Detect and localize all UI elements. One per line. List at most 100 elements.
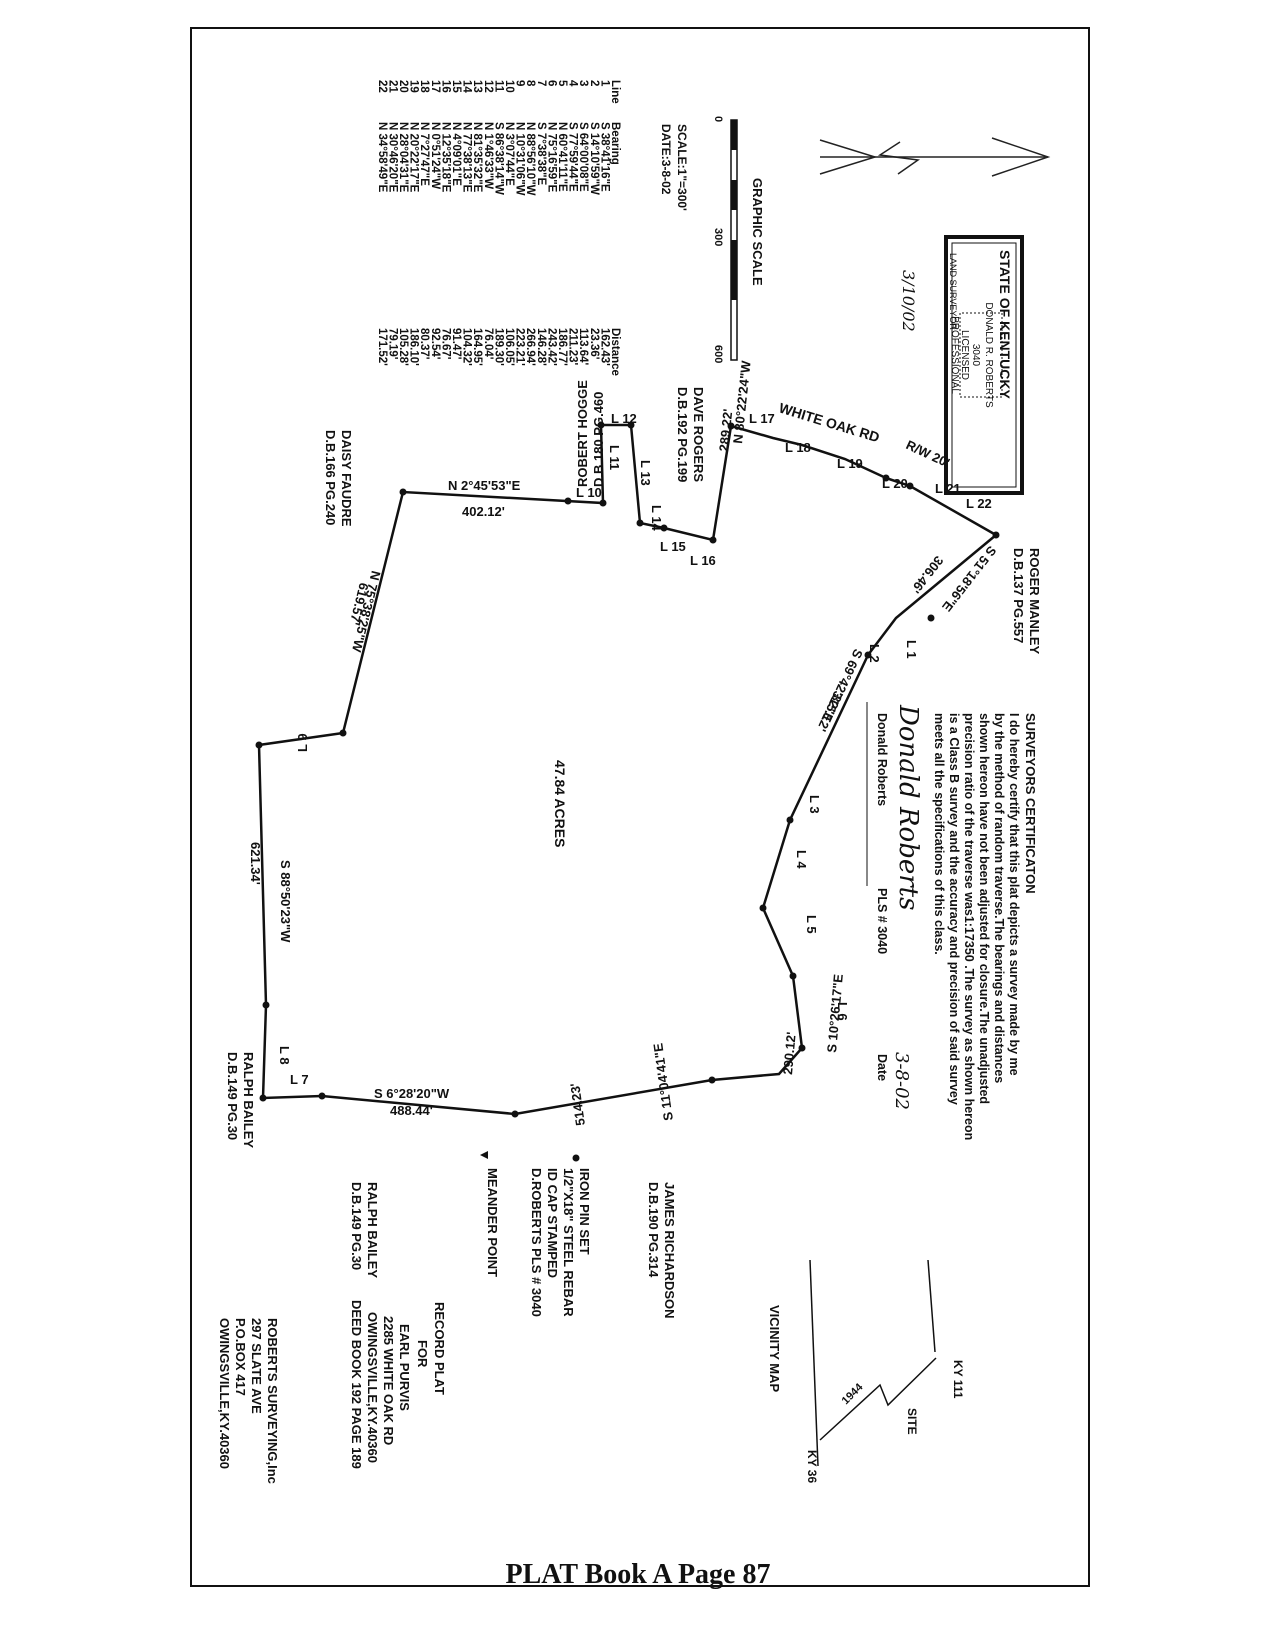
- seal-number: 3040: [970, 344, 981, 367]
- table-cell-r2-c1: 2: [588, 80, 600, 86]
- legend: IRON PIN SET 1/2"X18" STEEL REBAR ID CAP…: [480, 1151, 592, 1317]
- bearing-6: S 88°50'23"W: [278, 860, 293, 943]
- table-cell-r20-c3: 105.28': [397, 328, 409, 366]
- record-ralph-bailey: RALPH BAILEY: [365, 1182, 380, 1278]
- scale-text: SCALE:1"=300': [675, 124, 689, 211]
- iron-pin-symbol: [572, 1154, 580, 1162]
- table-cell-r12-c1: 12: [482, 80, 494, 93]
- table-cell-r1-c2: S 38°41'16"E: [598, 122, 610, 192]
- table-cell-r6-c3: 243.42': [545, 328, 557, 366]
- table-cell-r7-c2: S 7°38'38"E: [535, 122, 547, 186]
- segment-label-l21: L 21: [935, 481, 961, 496]
- table-cell-r8-c2: N 88°56'10"W: [524, 122, 536, 196]
- segment-label-l9: L 9: [295, 733, 310, 752]
- table-cell-r12-c3: 76.04': [482, 328, 494, 360]
- table-cell-r22-c3: 171.52': [376, 328, 388, 366]
- certification-line-2: by the method of random traverse.The bea…: [992, 713, 1006, 1083]
- segment-label-l6: L 6: [835, 1002, 850, 1021]
- table-cell-r18-c3: 80.37': [418, 328, 430, 360]
- segment-label-l3: L 3: [807, 795, 822, 814]
- table-cell-r19-c2: N 20°22'17"E: [408, 122, 420, 193]
- segment-label-l11: L 11: [607, 445, 622, 470]
- certification-date-label: Date: [875, 1054, 889, 1081]
- certification-signer: Donald Roberts: [875, 713, 889, 806]
- owner-james-richardson-ref: D.B.190 PG.314: [646, 1182, 661, 1278]
- table-cell-r15-c2: N 4°09'01"E: [450, 122, 462, 186]
- table-cell-r6-c1: 6: [545, 80, 557, 86]
- table-cell-r4-c2: S 77°59'44"E: [567, 122, 579, 192]
- road-label: WHITE OAK RD: [777, 400, 881, 446]
- table-cell-r17-c3: 92.54': [429, 328, 441, 360]
- certification-line-6: meets all the specifications of this cla…: [932, 713, 946, 955]
- seal-title-2: PROFESSIONAL: [949, 316, 960, 394]
- company-pobox: P.O.BOX 417: [233, 1318, 248, 1396]
- segment-label-l16: L 16: [690, 553, 716, 568]
- distance-4: 514.23': [567, 1082, 588, 1127]
- graphic-scale: GRAPHIC SCALE 0 300 600 SCALE:1"=300' DA…: [659, 116, 765, 363]
- scale-tick-0: 0: [712, 116, 724, 122]
- company-city: OWINGSVILLE,KY.40360: [217, 1318, 232, 1469]
- table-cell-r5-c1: 5: [556, 80, 568, 87]
- segment-label-l13: L 13: [638, 460, 653, 486]
- certification-line-4: precision ratio of the traverse was1:173…: [962, 713, 976, 1140]
- segment-label-l17: L 17: [749, 411, 775, 426]
- record-plat-block: RECORD PLAT FOR EARL PURVIS 2285 WHITE O…: [349, 1182, 447, 1469]
- table-cell-r7-c1: 7: [535, 80, 547, 86]
- owner-ralph-bailey: RALPH BAILEY: [241, 1052, 256, 1148]
- segment-label-l8: L 8: [277, 1046, 292, 1065]
- table-header-distance: Distance: [609, 328, 621, 376]
- company-block: ROBERTS SURVEYING,Inc 297 SLATE AVE P.O.…: [217, 1318, 280, 1484]
- table-cell-r8-c1: 8: [524, 80, 536, 87]
- vicinity-route: 1944: [840, 1381, 866, 1407]
- table-cell-r18-c1: 18: [418, 80, 430, 93]
- table-cell-r21-c2: N 30°46'20"E: [386, 122, 398, 193]
- table-cell-r1-c1: 1: [598, 80, 610, 87]
- table-cell-r14-c1: 14: [461, 80, 473, 93]
- table-cell-r18-c2: N 7°27'47"E: [418, 122, 430, 186]
- record-title: RECORD PLAT: [432, 1302, 447, 1395]
- table-cell-r2-c3: 23.36': [588, 328, 600, 360]
- segment-label-l12: L 12: [611, 411, 637, 426]
- bearing-1: S 51°18'56"E: [939, 543, 1000, 615]
- table-cell-r22-c1: 22: [376, 80, 388, 93]
- meander-point-symbol: [480, 1151, 488, 1159]
- segment-labels: L 1 L 2 L 3 L 4 L 5 L 6 L 7 L 8 L 9 L 10…: [277, 411, 992, 1087]
- table-cell-r20-c2: N 28°04'31"E: [397, 122, 409, 193]
- table-cell-r5-c3: 186.77': [556, 328, 568, 366]
- vicinity-ky36: KY 36: [805, 1450, 819, 1483]
- surveyor-certification: SURVEYORS CERTIFICATON I do hereby certi…: [866, 702, 1038, 1140]
- segment-label-l5: L 5: [804, 915, 819, 934]
- seal-title-3: LAND SURVEYOR: [948, 253, 958, 330]
- surveyor-seal: STATE OF KENTUCKY DONALD R. ROBERTS 3040…: [944, 235, 1024, 495]
- record-city: OWINGSVILLE,KY.40360: [365, 1312, 380, 1463]
- record-deed: DEED BOOK 192 PAGE 189: [349, 1300, 364, 1469]
- table-cell-r4-c3: 211.23': [567, 328, 579, 366]
- table-cell-r10-c1: 10: [503, 80, 515, 93]
- legend-pin-2: 1/2"X18" STEEL REBAR: [561, 1168, 576, 1317]
- legend-pin-3: ID CAP STAMPED: [545, 1168, 560, 1278]
- record-address: 2285 WHITE OAK RD: [381, 1316, 396, 1445]
- table-cell-r3-c2: S 64°00'08"E: [577, 122, 589, 192]
- table-cell-r5-c2: N 60°41'11"E: [556, 122, 568, 192]
- certification-handwritten-date: 3-8-02: [891, 1052, 912, 1110]
- table-cell-r13-c1: 13: [471, 80, 483, 93]
- table-cell-r16-c3: 76.67': [439, 328, 451, 360]
- table-cell-r16-c2: N 12°35'18"E: [439, 122, 451, 193]
- company-street: 297 SLATE AVE: [249, 1318, 264, 1414]
- bearing-4: S 11°04'41"E: [650, 1042, 676, 1122]
- table-cell-r16-c1: 16: [439, 80, 451, 93]
- table-cell-r9-c2: N 10°31'06"W: [514, 122, 526, 196]
- seal-name: DONALD R. ROBERTS: [983, 302, 994, 408]
- table-cell-r3-c1: 3: [577, 80, 589, 86]
- distance-3: 290.12': [780, 1031, 799, 1075]
- bearing-3: S 10°26'17"E: [824, 973, 846, 1053]
- certification-line-1: I do hereby certify that this plat depic…: [1007, 713, 1021, 1076]
- seal-handwritten-date: 3/10/02: [899, 270, 918, 332]
- bearing-8: N 2°45'53"E: [448, 478, 521, 493]
- legend-pin-1: IRON PIN SET: [577, 1168, 592, 1255]
- distance-1: 306.46': [908, 553, 946, 596]
- scale-tick-300: 300: [712, 228, 724, 246]
- table-cell-r19-c3: 186.10': [408, 328, 420, 366]
